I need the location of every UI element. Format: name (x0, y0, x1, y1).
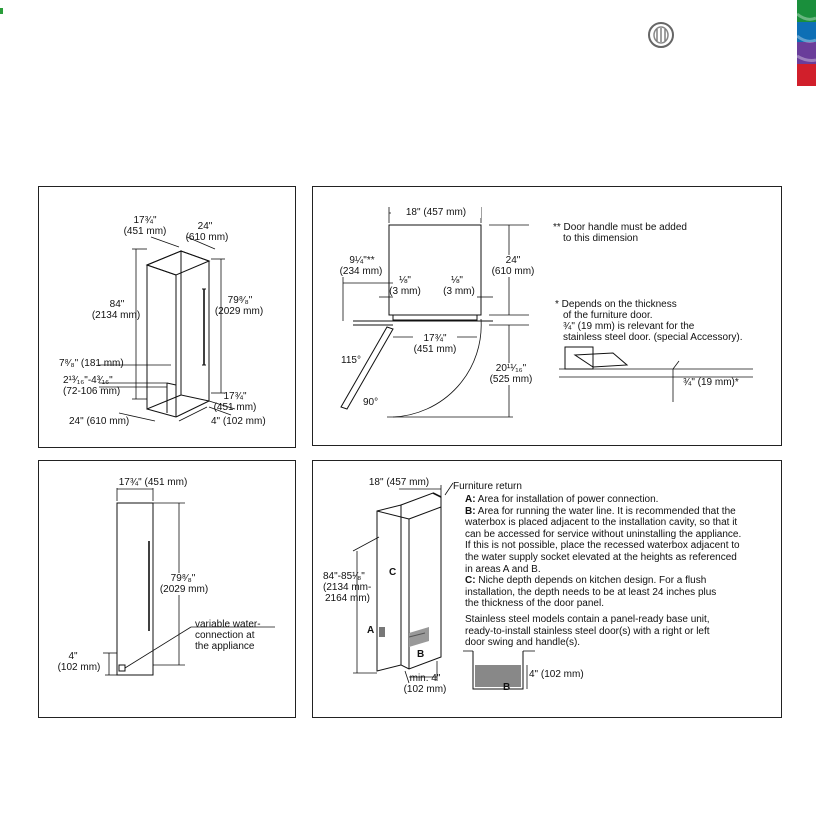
dim-door-offset: 9¼"** (349, 255, 375, 266)
note-c-2: installation, the depth needs to be at l… (465, 586, 717, 598)
niche-drawing (352, 482, 535, 690)
note-ss-3: door swing and handle(s). (465, 637, 581, 649)
water-label-2: connection at (195, 630, 255, 641)
detail-tag-b: B (503, 682, 511, 693)
door-swing-drawing (340, 207, 753, 418)
dim-bottom-width: 24" (610 mm) (69, 416, 130, 427)
dim-height-mm: (2134 mm- (323, 582, 372, 593)
tag-c: C (389, 567, 397, 578)
furniture-return: Furniture return (453, 481, 522, 492)
note-b-3: can be accessed for service without unin… (465, 528, 742, 540)
water-label-1: variable water- (195, 619, 261, 630)
dim-height-mm: (2029 mm) (155, 584, 213, 595)
dim-gap-right-mm: (3 mm) (443, 286, 475, 297)
color-side-tab (796, 0, 816, 86)
angle-90: 90° (363, 397, 379, 408)
dim-bottom: 4" (68, 651, 78, 662)
panel-installation-niche: 18" (457 mm) Furniture return 84"-85¹⁄₈"… (312, 460, 782, 718)
dim-door-width-mm: (451 mm) (413, 344, 457, 355)
note-depends-1: * Depends on the thickness (555, 299, 677, 310)
dim-depth-mm: (610 mm) (485, 266, 541, 277)
dim-inner-height-mm: (2029 mm) (214, 306, 264, 317)
dim-side-depth: 17¾" (223, 391, 247, 402)
panel-appliance-dimensions: 17¾" (451 mm) 24" (610 mm) 84" (2134 mm)… (38, 186, 296, 448)
dim-height: 79⁸⁄₈" (163, 573, 203, 584)
note-handle-2: to this dimension (563, 233, 639, 244)
dim-swing-depth: 20¹¹⁄₁₆" (485, 363, 537, 374)
dim-top-width: 18" (457 mm) (368, 477, 430, 488)
dim-toe-2: 2¹³⁄₁₆"-4³⁄₁₆" (63, 375, 113, 386)
detail-dim: 4" (102 mm) (529, 669, 584, 680)
note-b-2: waterbox is placed adjacent to the insta… (465, 517, 738, 529)
water-label-3: the appliance (195, 641, 255, 652)
dim-width: 17¾" (451 mm) (105, 477, 201, 488)
dim-detail: ¾" (19 mm)* (683, 377, 739, 388)
dim-min-depth-mm: (102 mm) (403, 684, 447, 695)
note-b: B: Area for running the water line. It i… (465, 505, 736, 517)
tag-a: A (367, 625, 375, 636)
angle-115: 115° (341, 355, 361, 366)
dim-width-top: 24" (197, 221, 213, 232)
dim-depth: 24" (493, 255, 533, 266)
note-ss-1: Stainless steel models contain a panel-r… (465, 613, 710, 625)
note-ss-2: ready-to-install stainless steel door(s)… (465, 625, 710, 637)
brand-seal-icon (644, 20, 680, 50)
dim-bottom-depth: 4" (102 mm) (211, 416, 266, 427)
dim-bottom-mm: (102 mm) (57, 662, 101, 673)
dim-height: 84"-85¹⁄₈" (323, 571, 365, 582)
dim-door-width: 17¾" (413, 333, 457, 344)
dim-toe-1: 7⁸⁄₈" (181 mm) (59, 358, 124, 369)
note-c-3: the thickness of the door panel. (465, 598, 604, 610)
dim-gap-left: ⅛" (399, 275, 411, 286)
panel-front-elevation: 17¾" (451 mm) 79⁸⁄₈" (2029 mm) 4" (102 m… (38, 460, 296, 718)
dim-min-depth: min. 4" (409, 673, 441, 684)
note-b-5: the water supply socket elevated at the … (465, 551, 737, 563)
dim-gap-left-mm: (3 mm) (389, 286, 421, 297)
dim-side-depth-mm: (451 mm) (213, 402, 257, 413)
note-b-6: in areas A and B. (465, 563, 541, 575)
tag-b: B (417, 649, 425, 660)
dim-depth-top: 17¾" (133, 215, 157, 226)
dim-top-width: 18" (457 mm) (391, 207, 481, 218)
dim-gap-right: ⅛" (451, 275, 463, 286)
dim-height: 84" (109, 299, 125, 310)
page-corner-mark (0, 8, 3, 14)
dim-width-top-mm: (610 mm) (185, 232, 229, 243)
cabinet-3d-drawing (99, 236, 236, 422)
note-handle: ** Door handle must be added (553, 222, 687, 233)
dim-inner-height: 79⁸⁄₈" (227, 295, 253, 306)
dim-swing-depth-mm: (525 mm) (483, 374, 539, 385)
dim-depth-top-mm: (451 mm) (123, 226, 167, 237)
dim-height-mm: (2134 mm) (91, 310, 141, 321)
installation-notes: A: Area for installation of power connec… (465, 494, 777, 649)
panel-door-swing: 18" (457 mm) 9¼"** (234 mm) ⅛" (3 mm) ⅛"… (312, 186, 782, 446)
note-depends-3: ¾" (19 mm) is relevant for the (563, 321, 695, 332)
note-depends-2: of the furniture door. (563, 310, 653, 321)
dim-height-mm-2: 2164 mm) (325, 593, 371, 604)
note-depends-4: stainless steel door. (special Accessory… (563, 332, 743, 343)
dim-door-offset-mm: (234 mm) (339, 266, 383, 277)
note-c: C: Niche depth depends on kitchen design… (465, 575, 707, 587)
note-a: A: Area for installation of power connec… (465, 494, 659, 505)
note-b-4: If this is not possible, place the reces… (465, 540, 740, 552)
dim-toe-2-mm: (72-106 mm) (63, 386, 121, 397)
